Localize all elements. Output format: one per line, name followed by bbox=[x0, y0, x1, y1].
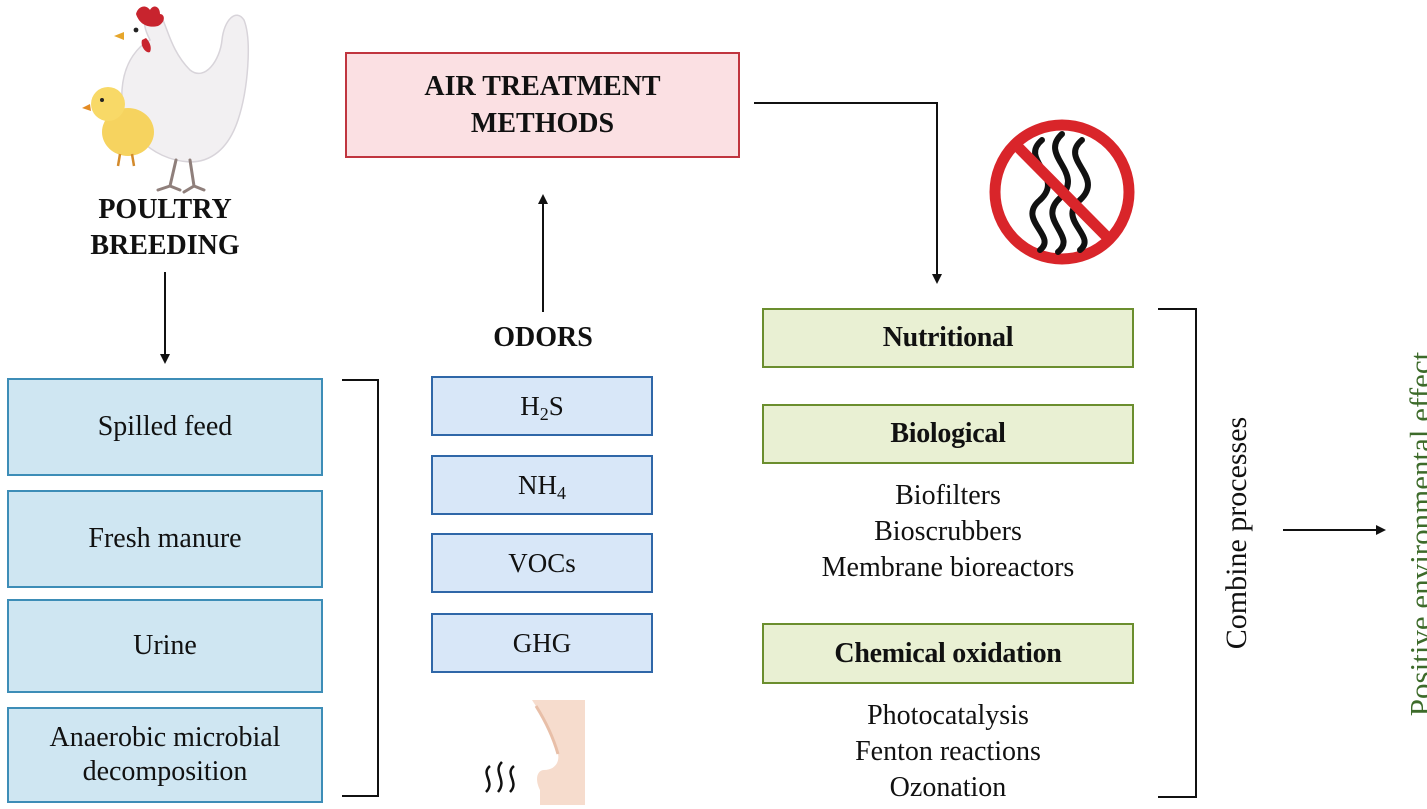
combine-processes-label: Combine processes bbox=[1220, 416, 1253, 650]
hen-icon bbox=[114, 6, 250, 194]
odor-formula-tail: S bbox=[548, 390, 564, 421]
no-odor-icon bbox=[989, 119, 1135, 265]
poultry-heading-line2: BREEDING bbox=[90, 230, 240, 261]
chemical-item: Photocatalysis bbox=[867, 700, 1029, 731]
biological-item: Biofilters bbox=[895, 480, 1001, 511]
nose-icon bbox=[532, 700, 585, 805]
odor-ghg: GHG bbox=[431, 613, 653, 673]
source-label: Fresh manure bbox=[88, 523, 242, 554]
smell-waves-icon bbox=[485, 761, 515, 793]
odors-heading: ODORS bbox=[493, 322, 593, 353]
source-label-line2: decomposition bbox=[82, 756, 248, 787]
odor-formula: NH bbox=[518, 469, 557, 500]
odor-nh4: NH4 bbox=[431, 455, 653, 515]
odor-vocs: VOCs bbox=[431, 533, 653, 593]
odor-subscript: 4 bbox=[557, 482, 566, 503]
method-biological: Biological bbox=[762, 404, 1134, 464]
chemical-item: Fenton reactions bbox=[855, 736, 1041, 767]
chick-icon bbox=[82, 87, 154, 167]
source-urine: Urine bbox=[7, 599, 323, 693]
odor-formula: VOCs bbox=[508, 547, 576, 578]
odor-formula: GHG bbox=[512, 627, 572, 658]
air-treatment-line1: AIR TREATMENT bbox=[424, 71, 661, 102]
poultry-breeding-heading: POULTRY BREEDING bbox=[60, 192, 270, 264]
bracket-methods bbox=[1158, 308, 1197, 798]
biological-item: Membrane bioreactors bbox=[821, 552, 1075, 583]
chemical-item: Ozonation bbox=[889, 772, 1007, 803]
air-treatment-line2: METHODS bbox=[470, 108, 615, 139]
source-spilled-feed: Spilled feed bbox=[7, 378, 323, 476]
source-fresh-manure: Fresh manure bbox=[7, 490, 323, 588]
biological-methods-list: Biofilters Bioscrubbers Membrane bioreac… bbox=[762, 478, 1134, 586]
air-treatment-methods-box: AIR TREATMENT METHODS bbox=[345, 52, 740, 158]
source-label: Urine bbox=[133, 630, 197, 661]
odor-subscript: 2 bbox=[539, 403, 549, 424]
arrow-air-to-methods bbox=[754, 102, 942, 284]
biological-item: Bioscrubbers bbox=[874, 516, 1022, 547]
positive-effect-label: Positive environmental effect bbox=[1403, 351, 1427, 717]
odor-h2s: H2S bbox=[431, 376, 653, 436]
method-chemical-oxidation: Chemical oxidation bbox=[762, 623, 1134, 684]
poultry-heading-line1: POULTRY bbox=[98, 194, 232, 225]
bracket-sources bbox=[342, 379, 379, 797]
method-nutritional: Nutritional bbox=[762, 308, 1134, 368]
odor-formula: H bbox=[520, 390, 540, 421]
chemical-methods-list: Photocatalysis Fenton reactions Ozonatio… bbox=[762, 698, 1134, 806]
source-label-line1: Anaerobic microbial bbox=[49, 722, 281, 753]
source-label: Spilled feed bbox=[97, 411, 233, 442]
source-anaerobic-decomposition: Anaerobic microbial decomposition bbox=[7, 707, 323, 803]
